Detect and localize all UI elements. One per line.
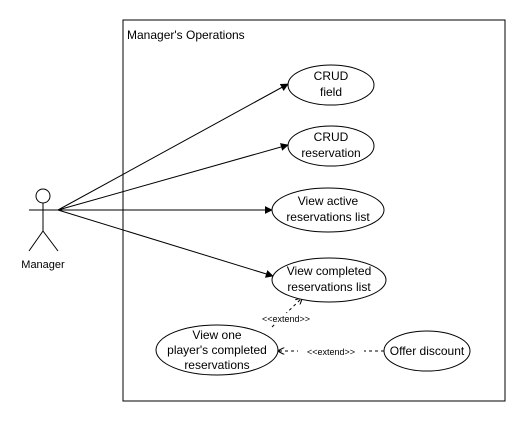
actor-left-leg (28, 230, 44, 252)
use-case-view-active-line-1: View active (298, 194, 359, 208)
extend-label-player-to-completed: <<extend>> (262, 314, 310, 324)
use-case-view-player-completed-reservations: View one player's completed reservations (155, 324, 279, 376)
use-case-crud-reservation-line-2: reservation (301, 146, 360, 160)
association-line-crud-field (57, 83, 289, 211)
association-line-crud-reservation (57, 143, 289, 211)
actor-right-leg (42, 230, 59, 252)
use-case-offer-discount-label: Offer discount (390, 344, 465, 358)
use-case-crud-field-line-1: CRUD (314, 69, 349, 83)
use-case-crud-reservation: CRUD reservation (287, 125, 375, 167)
use-case-view-active-reservations: View active reservations list (271, 187, 385, 233)
use-case-view-completed-line-2: reservations list (287, 280, 371, 294)
association-line-view-completed (57, 209, 274, 278)
use-case-view-active-line-2: reservations list (286, 210, 370, 224)
use-case-crud-field-line-2: field (320, 85, 342, 99)
use-case-view-completed-line-1: View completed (287, 264, 372, 278)
use-case-view-player-line-2: player's completed (167, 343, 267, 357)
associations (57, 83, 289, 278)
actor-label: Manager (21, 259, 65, 271)
use-case-crud-reservation-line-1: CRUD (314, 130, 349, 144)
use-case-view-completed-reservations: View completed reservations list (271, 257, 387, 303)
use-case-offer-discount: Offer discount (383, 330, 471, 372)
use-case-view-player-line-1: View one (192, 328, 241, 342)
extend-label-discount-to-player: <<extend>> (307, 347, 355, 357)
actor-head (35, 188, 51, 204)
use-case-view-player-line-3: reservations (184, 358, 249, 372)
extend-relationships: <<extend>> <<extend>> (253, 298, 384, 357)
actor-manager: Manager (21, 188, 65, 271)
system-boundary-label: Manager's Operations (127, 28, 245, 42)
use-case-crud-field: CRUD field (287, 64, 375, 106)
